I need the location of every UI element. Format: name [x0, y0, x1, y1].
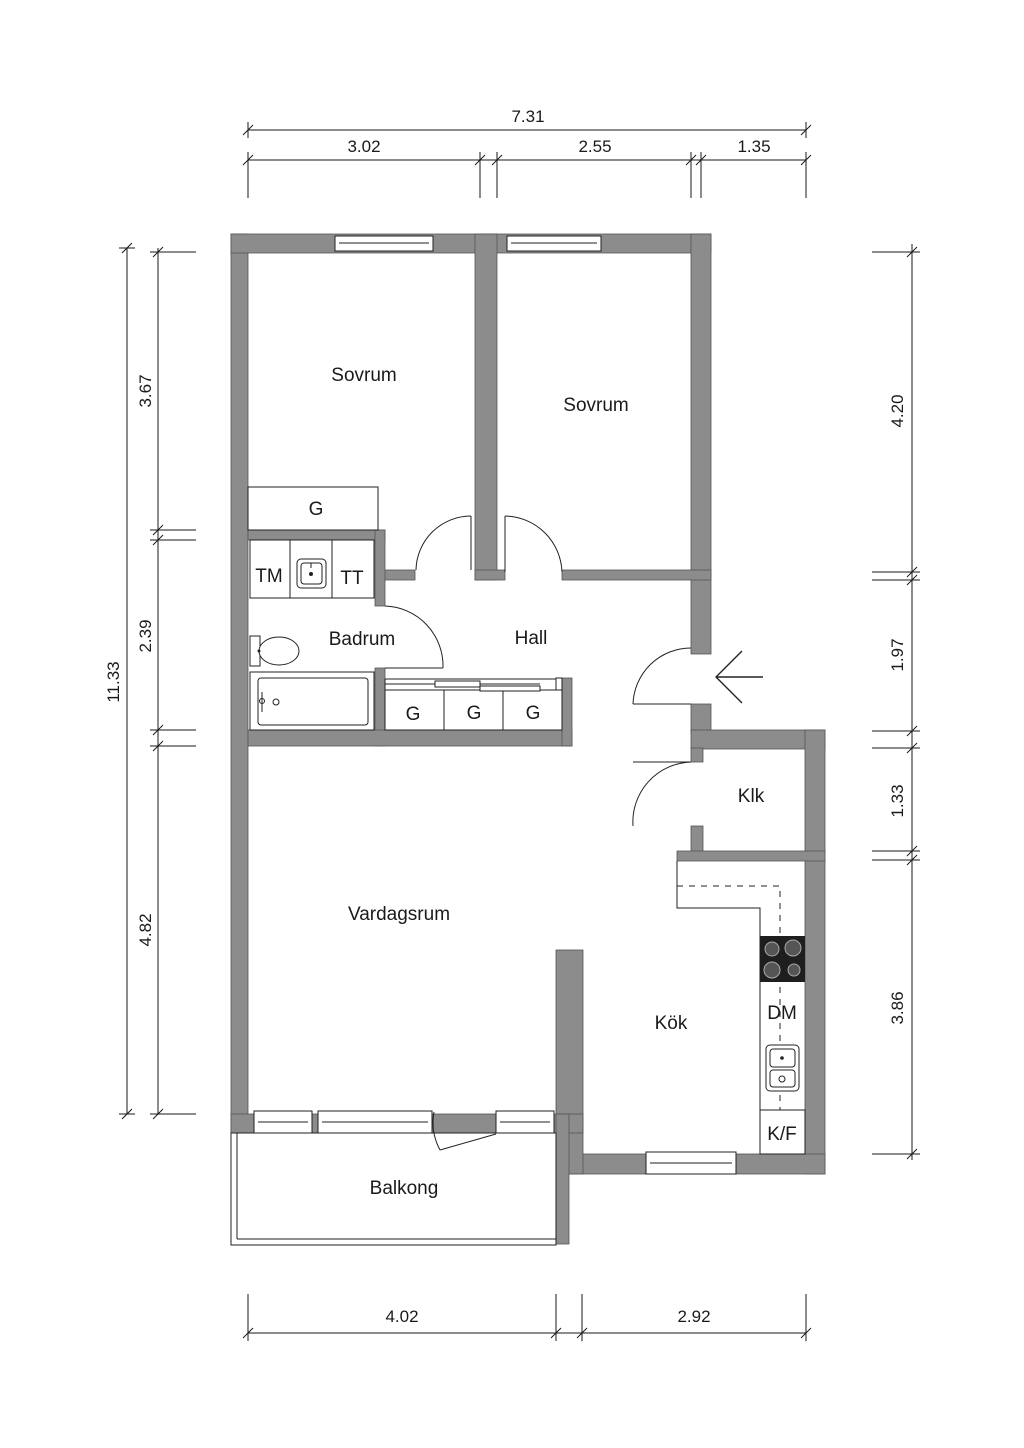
label-hall: Hall: [515, 628, 548, 649]
kitchen-sink-icon: [765, 1044, 800, 1092]
dim-left-2: 2.39: [136, 619, 155, 652]
dim-top-1: 3.02: [347, 137, 380, 156]
dim-right-3: 1.33: [888, 784, 907, 817]
label-closet-hall-1: G: [406, 704, 421, 725]
dryer: [331, 539, 375, 599]
hall-closets: [384, 677, 563, 731]
dim-right-2: 1.97: [888, 638, 907, 671]
label-bedroom-left: Sovrum: [331, 365, 396, 386]
label-walk-in-closet: Klk: [738, 786, 765, 807]
dim-bottom-2: 2.92: [677, 1307, 710, 1326]
closet-bedroom: [247, 486, 379, 531]
label-washer: TM: [255, 566, 282, 587]
label-closet-hall-3: G: [526, 703, 541, 724]
dim-top-3: 1.35: [737, 137, 770, 156]
kitchen-counter: [676, 861, 806, 1155]
label-fridge-freezer: K/F: [767, 1124, 797, 1145]
entrance-arrow-icon: [715, 650, 763, 704]
windows: [253, 235, 737, 1175]
dim-left-3: 4.82: [136, 913, 155, 946]
label-dishwasher: DM: [767, 1003, 797, 1024]
dim-left-1: 3.67: [136, 374, 155, 407]
label-closet-hall-2: G: [467, 703, 482, 724]
label-living-room: Vardagsrum: [348, 904, 450, 925]
toilet-icon: [249, 635, 300, 667]
stove-icon: [760, 936, 805, 982]
label-kitchen: Kök: [655, 1013, 688, 1034]
dim-bottom-1: 4.02: [385, 1307, 418, 1326]
bathtub-icon: [249, 671, 375, 731]
label-balcony: Balkong: [370, 1178, 439, 1199]
dim-top-2: 2.55: [578, 137, 611, 156]
doors: [384, 515, 692, 1151]
dim-right-1: 4.20: [888, 394, 907, 427]
dim-right-4: 3.86: [888, 991, 907, 1024]
dim-top-total: 7.31: [511, 107, 544, 126]
label-closet-bedroom: G: [309, 499, 324, 520]
dimension-lines: [119, 122, 920, 1341]
walls: [230, 233, 826, 1245]
sink-drain-icon: [309, 572, 313, 576]
label-bedroom-right: Sovrum: [563, 395, 628, 416]
dim-left-total: 11.33: [104, 661, 123, 702]
balcony: [230, 1132, 557, 1246]
label-dryer: TT: [340, 568, 364, 589]
label-bathroom: Badrum: [329, 629, 396, 650]
